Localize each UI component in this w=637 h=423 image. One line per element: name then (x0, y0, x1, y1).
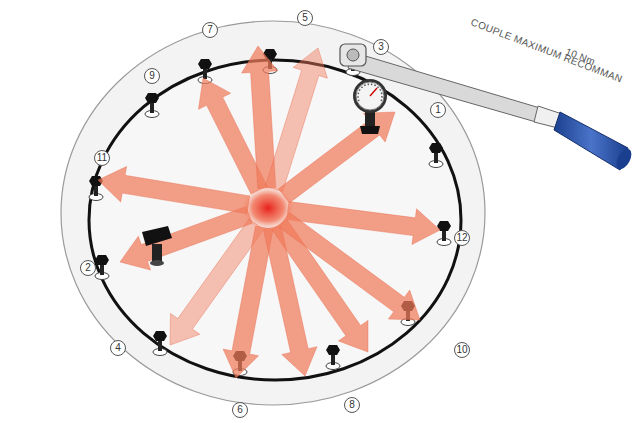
bolt-head (153, 331, 167, 341)
callout-number: 8 (344, 397, 360, 413)
bolt-shank (203, 69, 207, 79)
callout-number: 10 (454, 342, 470, 358)
callout-number: 6 (232, 402, 248, 418)
bolt-shank (442, 231, 446, 241)
bolt-head (429, 143, 443, 153)
pressure-arrow (98, 167, 250, 214)
callout-number: 4 (110, 340, 126, 356)
pressure-gauge (353, 79, 387, 134)
bolt-shank (94, 186, 98, 196)
bolt-head (95, 255, 109, 265)
valve (142, 226, 172, 266)
bolt-shank (150, 103, 154, 113)
bolt-shank (158, 341, 162, 351)
bolt-head (145, 93, 159, 103)
pressure-arrow (279, 213, 420, 320)
pressure-center (242, 186, 294, 230)
bolt-head (326, 345, 340, 355)
gasket-ring (89, 60, 461, 380)
callout-number: 12 (454, 230, 470, 246)
torque-wrench (340, 44, 634, 172)
callout-number: 7 (202, 22, 218, 38)
callout-number: 1 (430, 102, 446, 118)
callout-number: 9 (144, 68, 160, 84)
bolt-shank (331, 355, 335, 365)
torque-note: COUPLE MAXIMUM RECOMMAN (470, 16, 625, 84)
callout-number: 11 (94, 150, 110, 166)
pressure-arrow (279, 112, 396, 203)
pressure-arrows (98, 46, 440, 378)
bolt-shank (434, 153, 438, 163)
callout-number: 5 (297, 10, 313, 26)
bolt-shank (100, 265, 104, 275)
pressure-arrow (223, 226, 273, 378)
callout-number: 3 (373, 39, 389, 55)
callout-number: 2 (80, 260, 96, 276)
bolt-head (198, 59, 212, 69)
